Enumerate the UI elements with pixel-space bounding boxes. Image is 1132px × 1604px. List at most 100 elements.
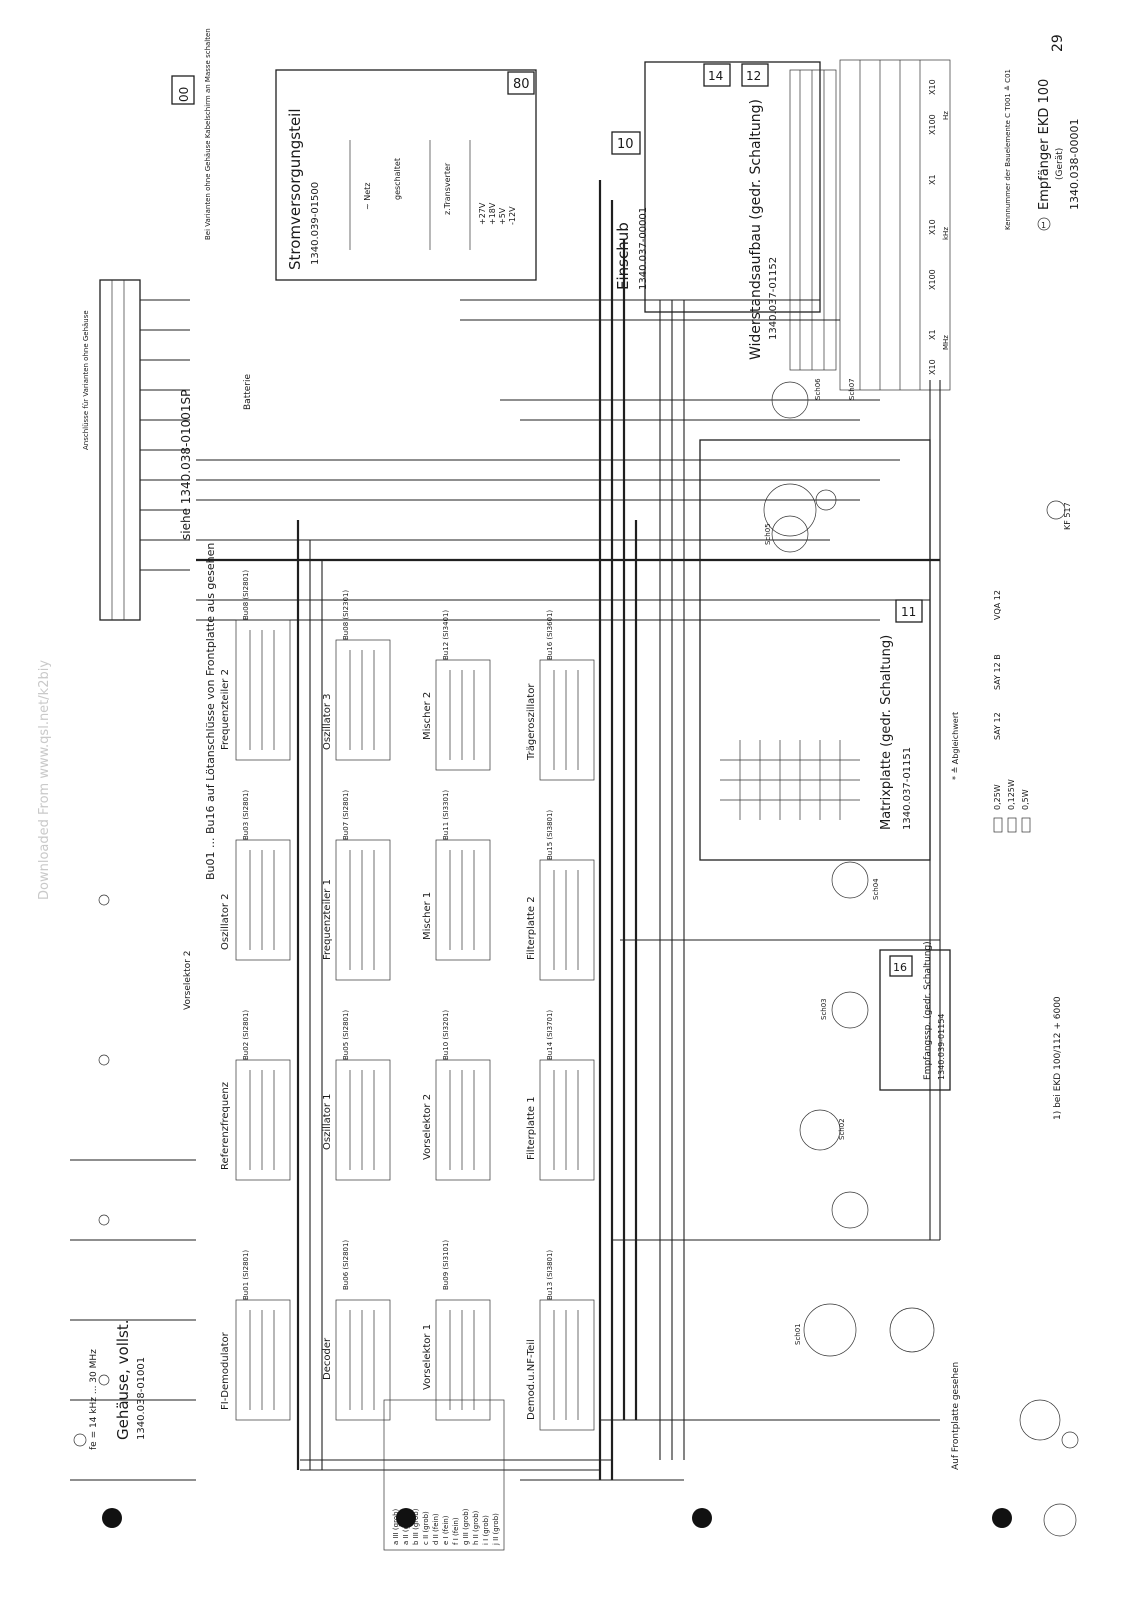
plate-filterplatte-1-bu: Bu14 (SI3701) [546, 1010, 554, 1060]
pin-rows [249, 630, 579, 1420]
matrix-title: Matrixplatte (gedr. Schaltung) [879, 635, 894, 830]
decoder-row-8: g III (grob) [462, 1508, 470, 1545]
housing-part: 1340.038-01001 [136, 1357, 147, 1440]
resistor-ladder [789, 69, 837, 371]
plates: FI-Demodulator Bu01 (SI2801) Referenzfre… [220, 570, 595, 1431]
scale-x1-mhz: X1 [928, 329, 937, 340]
plate-demod-nf-bu: Bu13 (SI3801) [546, 1250, 554, 1300]
housing-schematic [70, 894, 196, 1481]
decoder-table: a III (grob) a II (grob) b III (grob) c … [383, 1399, 505, 1551]
front-connectors [1019, 1399, 1079, 1537]
variant-note: Bei Varianten ohne Gehäuse Kabelschirm a… [204, 28, 212, 240]
plate-decoder-bu: Bu06 (SI2801) [342, 1240, 350, 1290]
plate-vorselektor-1-name: Vorselektor 1 [422, 1324, 433, 1390]
einschub-box-number: 10 [617, 137, 634, 152]
housing-ref-box: 00 [177, 87, 191, 102]
power-supply-title: Stromversorgungsteil [286, 108, 304, 270]
switch-sch07: Sch07 [848, 378, 856, 400]
resistor-assembly-box: 14 12 Widerstandsaufbau (gedr. Schaltung… [644, 61, 837, 371]
plate-oszillator-3-name: Oszillator 3 [322, 694, 333, 750]
empfangssp-part: 1340.039-01154 [937, 1013, 946, 1080]
punch-holes [102, 1508, 1012, 1528]
scale-x10-hz: X10 [928, 79, 937, 95]
title-block: Empfänger EKD 100 (Gerät) 1340.038-00001… [1004, 69, 1081, 231]
bei-ekd-note: 1) bei EKD 100/112 + 6000 [1053, 996, 1063, 1120]
plate-demod-nf: Demod.u.NF-Teil Bu13 (SI3801) [526, 1250, 595, 1431]
plate-traegeroszillator-name: Trägeroszillator [526, 683, 537, 761]
resistor-title: Widerstandsaufbau (gedr. Schaltung) [748, 99, 764, 360]
plate-filterplatte-2-bu: Bu15 (SI3801) [546, 810, 554, 860]
power-supply-transverter: z.Transverter [443, 162, 452, 215]
plate-traegeroszillator-bu: Bu16 (SI3601) [546, 610, 554, 660]
rotary-switches: Sch06 Sch05 Sch04 Sch03 Sch02 Sch01 Sch0… [764, 378, 935, 1357]
plate-filterplatte-1-name: Filterplatte 1 [526, 1096, 537, 1160]
decoder-row-10: i I (grob) [482, 1515, 490, 1545]
scale-unit-khz: kHz [942, 227, 950, 240]
power-supply-part: 1340.039-01500 [310, 182, 321, 265]
plate-mischer-2: Mischer 2 Bu12 (SI3401) [422, 610, 491, 771]
decoder-row-3: b III (grob) [412, 1508, 420, 1545]
scale-unit-mhz: MHz [942, 335, 950, 350]
scale-x10-mhz: X10 [928, 359, 937, 375]
plate-frequenzteiler-1-name: Frequenzteiler 1 [322, 879, 333, 960]
plate-vorselektor-1: Vorselektor 1 Bu09 (SI3101) [422, 1240, 491, 1421]
switch-sch05: Sch05 [764, 523, 772, 545]
switch-sch03: Sch03 [820, 998, 828, 1020]
plate-referenzfrequenz: Referenzfrequenz Bu02 (SI2801) [220, 1010, 291, 1181]
plate-frequenzteiler-2-bu: Bu08 (SI2801) [242, 570, 250, 620]
plate-frequenzteiler-2-name: Frequenzteiler 2 [220, 669, 231, 750]
plate-oszillator-2-bu: Bu03 (SI2801) [242, 790, 250, 840]
plate-frequenzteiler-2: Frequenzteiler 2 Bu08 (SI2801) [220, 570, 291, 761]
housing-name: Gehäuse, vollst. [114, 1320, 132, 1441]
voltage-label-2: +18V [488, 202, 497, 225]
abgleich-note: * ≙ Abgleichwert [951, 712, 960, 780]
plate-referenzfrequenz-bu: Bu02 (SI2801) [242, 1010, 250, 1060]
plate-oszillator-1: Oszillator 1 Bu05 (SI2801) [322, 1010, 391, 1181]
plate-oszillator-2-name: Oszillator 2 [220, 894, 231, 950]
einschub-part: 1340.037-00001 [638, 207, 649, 290]
matrix-part: 1340.037-01151 [902, 747, 913, 830]
scale-x1-khz: X1 [928, 174, 937, 185]
decoder-row-11: j II (grob) [492, 1513, 500, 1546]
vorselektor-note: Vorselektor 2 [183, 951, 193, 1010]
voltage-label-3: +5V [498, 207, 507, 225]
resistor-part: 1340.037-01152 [768, 257, 779, 340]
legend-0125w: 0,125W [1007, 779, 1016, 810]
decoder-row-1: a III (grob) [392, 1508, 400, 1545]
front-view-note: Auf Frontplatte gesehen [951, 1362, 961, 1470]
housing-label: fe = 14 kHz ... 30 MHz Gehäuse, vollst. … [89, 75, 195, 1450]
plate-decoder: Decoder Bu06 (SI2801) [322, 1240, 391, 1421]
empfangssp-box-number: 16 [893, 961, 907, 974]
page-number: 29 [1050, 34, 1066, 52]
transistor-say12b: SAY 12 B [993, 654, 1002, 690]
plate-frequenzteiler-1: Frequenzteiler 1 Bu07 (SI2801) [322, 790, 391, 981]
transistor-vqa12: VQA 12 [993, 590, 1002, 620]
scale-x10-khz: X10 [928, 219, 937, 235]
plate-oszillator-3: Oszillator 3 Bu08 (SI2301) [322, 590, 391, 761]
front-connector-strip [99, 279, 190, 621]
legend-025w: 0,25W [993, 784, 1002, 810]
plate-mischer-2-bu: Bu12 (SI3401) [442, 610, 450, 660]
bu-note: Bu01 ... Bu16 auf Lötanschlüsse von Fron… [204, 543, 217, 880]
device-subtitle: (Gerät) [1055, 148, 1065, 180]
plate-mischer-1-name: Mischer 1 [422, 892, 433, 940]
housing-ref: siehe 1340.038-01001SP [179, 390, 193, 540]
scale-x100-mhz: X100 [928, 269, 937, 290]
plate-oszillator-2: Oszillator 2 Bu03 (SI2801) [220, 790, 291, 961]
plate-filterplatte-2: Filterplatte 2 Bu15 (SI3801) [526, 810, 595, 981]
power-supply-netz: ~ Netz [363, 183, 372, 211]
einschub-box: 10 Einschub 1340.037-00001 [611, 131, 649, 290]
anschluss-note: Anschlüsse für Varianten ohne Gehäuse [82, 310, 90, 450]
plate-fi-demodulator-bu: Bu01 (SI2801) [242, 1250, 250, 1300]
switch-sch02: Sch02 [838, 1118, 846, 1140]
switch-sch04: Sch04 [872, 878, 880, 900]
scale-x100-hz: X100 [928, 114, 937, 135]
power-supply-box-number: 80 [513, 77, 530, 92]
decoder-row-4: c II (grob) [422, 1511, 430, 1545]
device-part-number: 1340.038-00001 [1068, 119, 1081, 210]
empfangssp-box: 16 Empfangssp. (gedr. Schaltung) 1340.03… [879, 941, 951, 1091]
plate-filterplatte-1: Filterplatte 1 Bu14 (SI3701) [526, 1010, 595, 1181]
voltage-label-1: +27V [478, 202, 487, 225]
plate-mischer-1: Mischer 1 Bu11 (SI3301) [422, 790, 491, 961]
decoder-row-6: e I (fein) [442, 1515, 450, 1545]
